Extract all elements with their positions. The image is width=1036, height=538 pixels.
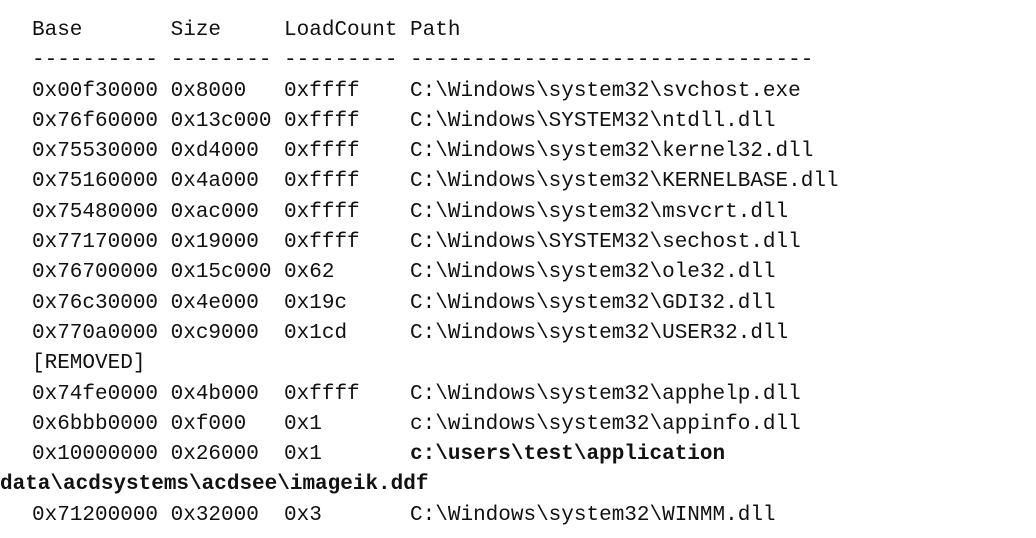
module-row: 0x75530000 0xd4000 0xffff C:\Windows\sys…: [32, 140, 814, 164]
module-row: 0x76c30000 0x4e000 0x19c C:\Windows\syst…: [32, 291, 776, 315]
suspicious-path: c:\users\test\application: [410, 443, 726, 467]
module-row-highlighted: 0x10000000 0x26000 0x1 c:\users\test\app…: [32, 440, 839, 470]
module-row: 0x71200000 0x32000 0x3 C:\Windows\system…: [32, 503, 776, 527]
module-row: 0x75480000 0xac000 0xffff C:\Windows\sys…: [32, 200, 789, 224]
module-row: 0x00f30000 0x8000 0xffff C:\Windows\syst…: [32, 79, 801, 103]
removed-marker: [REMOVED]: [32, 352, 146, 376]
module-row: 0x76f60000 0x13c000 0xffff C:\Windows\SY…: [32, 109, 776, 133]
suspicious-path-continued: data\acdsystems\acdsee\imageik.ddf: [0, 473, 429, 497]
module-row: 0x6bbb0000 0xf000 0x1 c:\windows\system3…: [32, 412, 801, 436]
module-row: 0x76700000 0x15c000 0x62 C:\Windows\syst…: [32, 261, 776, 285]
module-row-fields: 0x10000000 0x26000 0x1: [32, 443, 411, 467]
module-row: 0x770a0000 0xc9000 0x1cd C:\Windows\syst…: [32, 321, 789, 345]
table-header: Base Size LoadCount Path: [32, 19, 461, 42]
module-row: 0x75160000 0x4a000 0xffff C:\Windows\sys…: [32, 170, 839, 194]
module-row: 0x77170000 0x19000 0xffff C:\Windows\SYS…: [32, 231, 801, 255]
module-row: 0x74fe0000 0x4b000 0xffff C:\Windows\sys…: [32, 382, 801, 406]
table-separator: ---------- -------- --------- ----------…: [32, 49, 814, 73]
console-output: Base Size LoadCount Path ---------- -----…: [0, 16, 839, 531]
